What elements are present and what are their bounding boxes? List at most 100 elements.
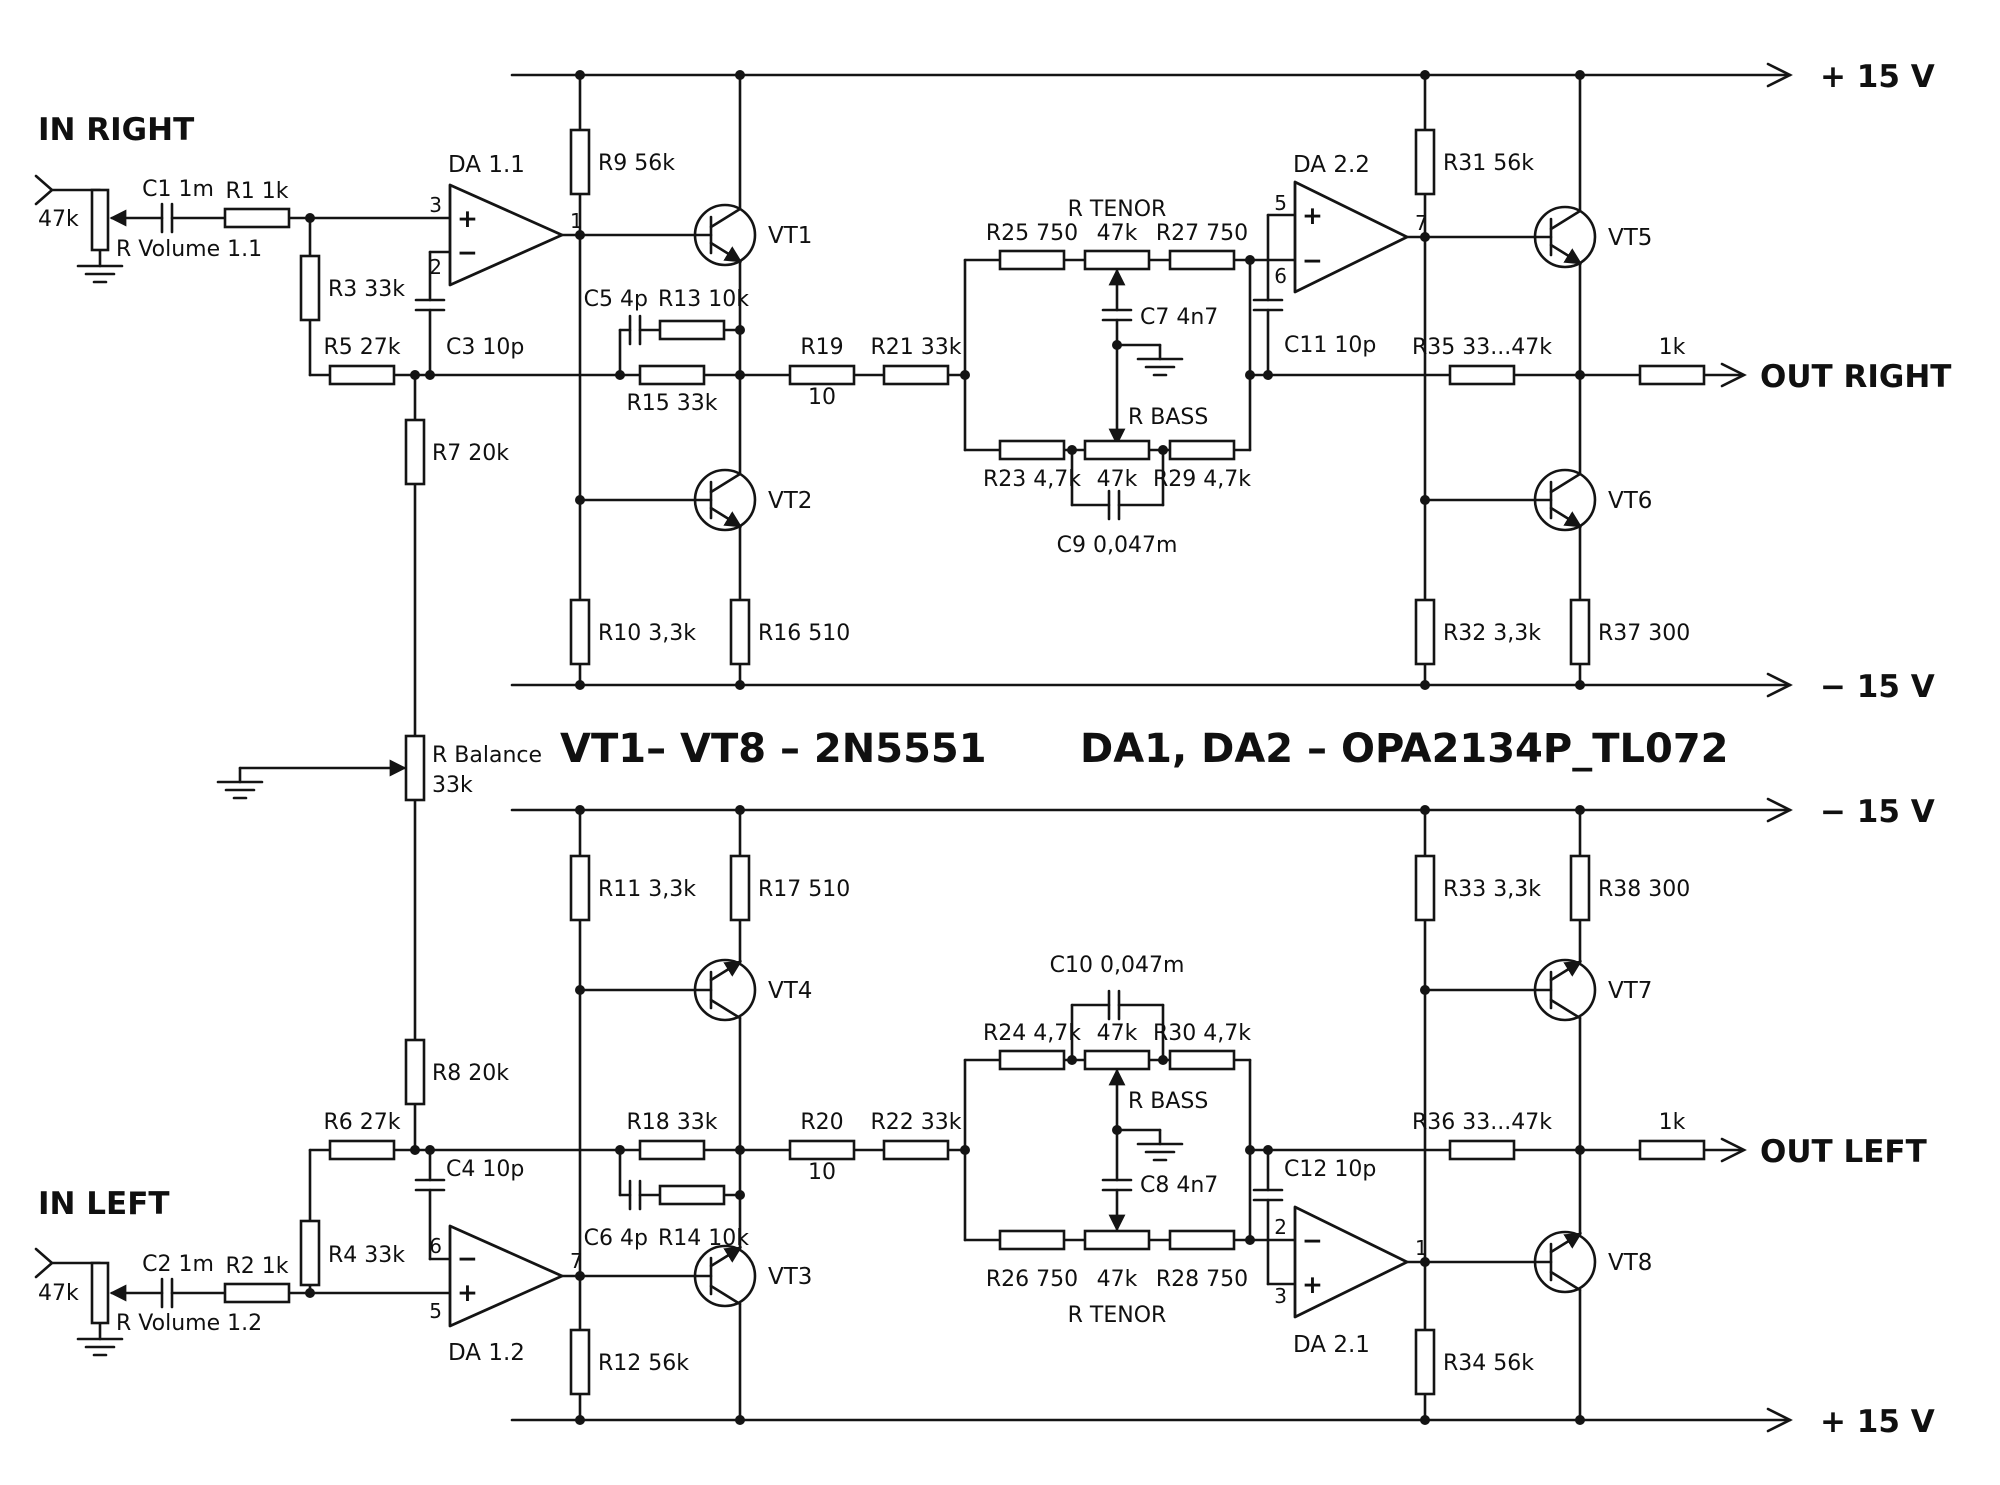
- resistor-r9: [569, 128, 591, 196]
- label-c9: C9 0,047m: [1057, 533, 1178, 558]
- transistor-vt1: [693, 203, 757, 267]
- resistor-r22: [882, 1139, 950, 1161]
- resistor-r27: [1168, 249, 1236, 271]
- resistor-r30: [1168, 1049, 1236, 1071]
- label-r33: R33 3,3k: [1443, 877, 1541, 902]
- label-r7: R7 20k: [432, 441, 509, 466]
- label-da21-pin2: 2: [1274, 1215, 1287, 1239]
- resistor-r24: [998, 1049, 1066, 1071]
- resistor-r20: [788, 1139, 856, 1161]
- label-pot-bass-right-value: 47k: [1097, 467, 1138, 492]
- label-tenor-left: R TENOR: [1068, 1303, 1167, 1328]
- resistor-r19: [788, 364, 856, 386]
- resistor-r14: [658, 1184, 726, 1206]
- capacitor-c7: [1101, 308, 1133, 322]
- rail-minus15-bottom-label: − 15 V: [1820, 794, 1935, 830]
- transistor-vt6: [1533, 468, 1597, 532]
- label-r14: R14 10k: [658, 1226, 749, 1251]
- out-left-label: OUT LEFT: [1760, 1134, 1927, 1170]
- label-balance-value: 33k: [432, 773, 473, 798]
- resistor-r13: [658, 319, 726, 341]
- rail-minus15-top-label: − 15 V: [1820, 669, 1935, 705]
- capacitor-c6: [628, 1179, 642, 1211]
- potentiometer-bass-left: [1083, 1049, 1151, 1071]
- input-connector-left: [34, 1247, 54, 1279]
- resistor-r5: [328, 364, 396, 386]
- input-connector-right: [34, 174, 54, 206]
- capacitors: [160, 202, 1284, 1309]
- opamp-da21-body: [1293, 1205, 1409, 1319]
- rail-plus15-top-label: + 15 V: [1820, 59, 1935, 95]
- label-r10: R10 3,3k: [598, 621, 696, 646]
- label-r2: R2 1k: [225, 1254, 288, 1279]
- resistor-r4: [299, 1219, 321, 1287]
- label-da11: DA 1.1: [448, 152, 525, 178]
- capacitor-c11: [1252, 298, 1284, 312]
- transistor-vt4: [693, 958, 757, 1022]
- transistor-vt3: [693, 1244, 757, 1308]
- resistor-out-left-1k: [1638, 1139, 1706, 1161]
- label-r19-value: 10: [808, 385, 836, 410]
- resistor-r36: [1448, 1139, 1516, 1161]
- resistor-r18: [638, 1139, 706, 1161]
- label-tenor-right: R TENOR: [1068, 197, 1167, 222]
- out-left-arrow: [1720, 1137, 1747, 1163]
- label-c4: C4 10p: [446, 1157, 524, 1182]
- label-r23: R23 4,7k: [983, 467, 1081, 492]
- label-r12: R12 56k: [598, 1351, 689, 1376]
- label-da11-minus: −: [457, 238, 478, 267]
- label-r22: R22 33k: [870, 1110, 961, 1135]
- label-out-left-1k: 1k: [1659, 1110, 1686, 1135]
- resistor-r8: [404, 1038, 426, 1106]
- resistor-r12: [569, 1328, 591, 1396]
- resistor-r29: [1168, 439, 1236, 461]
- label-da11-pin2: 2: [429, 255, 442, 279]
- label-volume2-value: 47k: [38, 1281, 79, 1306]
- label-bass-right: R BASS: [1128, 405, 1208, 430]
- note-opamps: DA1, DA2 – OPA2134P_TL072: [1080, 726, 1728, 772]
- label-pot-tenor-right-value: 47k: [1097, 221, 1138, 246]
- label-r8: R8 20k: [432, 1061, 509, 1086]
- label-r25: R25 750: [986, 221, 1078, 246]
- opamp-da12-body: [448, 1224, 564, 1328]
- label-volume1-value: 47k: [38, 207, 79, 232]
- label-c8: C8 4n7: [1140, 1173, 1218, 1198]
- label-r28: R28 750: [1156, 1267, 1248, 1292]
- transistors: [693, 203, 1597, 1308]
- resistor-r26: [998, 1229, 1066, 1251]
- capacitor-c3: [414, 298, 446, 312]
- label-balance-name: R Balance: [432, 743, 542, 768]
- resistor-r15: [638, 364, 706, 386]
- label-r20: R20: [800, 1110, 843, 1135]
- ground-tone-left: [1136, 1128, 1184, 1162]
- label-da22-pin7: 7: [1415, 211, 1428, 235]
- label-volume1-name: R Volume 1.1: [116, 237, 262, 262]
- label-r20-value: 10: [808, 1160, 836, 1185]
- opamp-da22-body: [1293, 180, 1409, 294]
- label-r38: R38 300: [1598, 877, 1690, 902]
- label-r32: R32 3,3k: [1443, 621, 1541, 646]
- capacitor-c8: [1101, 1178, 1133, 1192]
- resistor-r6: [328, 1139, 396, 1161]
- label-da21-plus: +: [1302, 1270, 1323, 1299]
- label-c11: C11 10p: [1284, 333, 1376, 358]
- label-r24: R24 4,7k: [983, 1021, 1081, 1046]
- out-right-arrow: [1720, 362, 1747, 388]
- label-vt5: VT5: [1608, 225, 1652, 251]
- label-vt1: VT1: [768, 223, 812, 249]
- resistor-r11: [569, 854, 591, 922]
- label-vt7: VT7: [1608, 978, 1652, 1004]
- label-r21: R21 33k: [870, 335, 961, 360]
- in-left-label: IN LEFT: [38, 1186, 170, 1222]
- label-da21-pin3: 3: [1274, 1284, 1287, 1308]
- capacitor-c5: [628, 314, 642, 346]
- label-da12-pin6: 6: [429, 1234, 442, 1258]
- label-r18: R18 33k: [626, 1110, 717, 1135]
- label-da11-pin3: 3: [429, 193, 442, 217]
- label-r9: R9 56k: [598, 151, 675, 176]
- label-da22-pin5: 5: [1274, 191, 1287, 215]
- label-r19: R19: [800, 335, 843, 360]
- label-r5: R5 27k: [323, 335, 400, 360]
- junction-dots: [305, 70, 1585, 1425]
- label-r16: R16 510: [758, 621, 850, 646]
